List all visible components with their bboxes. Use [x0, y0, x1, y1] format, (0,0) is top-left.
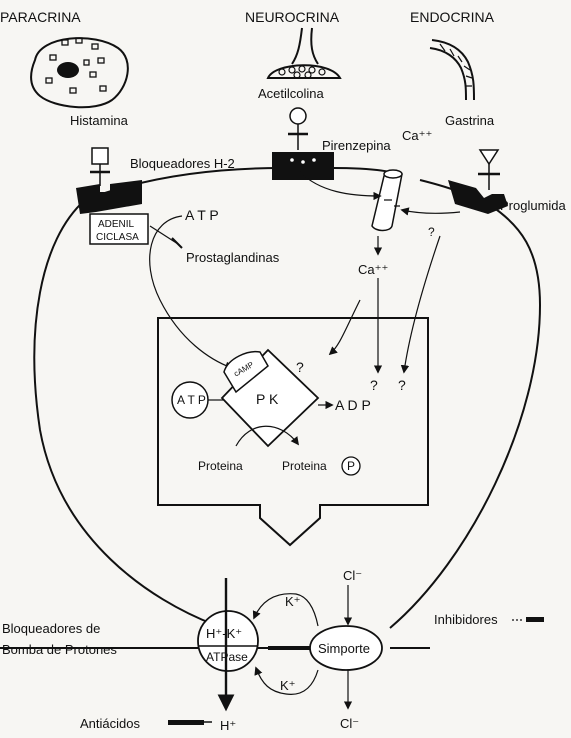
heading-paracrina: PARACRINA — [0, 9, 81, 25]
phosphate-circle: P — [342, 457, 360, 475]
agent-acetilcolina: Acetilcolina — [258, 86, 325, 101]
proton-pump-circle: H⁺-K⁺ ATPase — [198, 611, 258, 671]
inhibidores-bar-icon — [526, 617, 544, 622]
ca-to-pk-arrow — [330, 300, 360, 354]
proteina-2: Proteina — [282, 459, 327, 473]
label-antiacidos: Antiácidos — [80, 716, 140, 731]
simporte-label: Simporte — [318, 641, 370, 656]
inner-atp-label: A T P — [177, 393, 206, 407]
gastrin-to-q-arrow — [404, 236, 440, 372]
histamine-ligand-icon — [90, 148, 110, 186]
blood-vessel-icon — [430, 40, 474, 100]
agent-gastrina: Gastrina — [445, 113, 495, 128]
inner-q1: ? — [296, 359, 304, 375]
cl-bottom-label: Cl⁻ — [340, 716, 359, 731]
k-top-label: K⁺ — [285, 594, 301, 609]
atp-to-camp-arrow — [150, 216, 232, 368]
label-q-channel: ? — [428, 225, 435, 239]
atp-circle: A T P — [172, 382, 208, 418]
agent-histamina: Histamina — [70, 113, 129, 128]
ciclasa-label: CICLASA — [96, 232, 139, 243]
hk-label: H⁺-K⁺ — [206, 626, 242, 641]
label-proglumida: Proglumida — [500, 198, 567, 213]
h2-receptor-icon — [76, 180, 142, 214]
label-pirenzepina: Pirenzepina — [322, 138, 391, 153]
acetylcholine-ligand-icon — [288, 108, 308, 150]
adenil-label: ADENIL — [98, 219, 135, 230]
h-label: H⁺ — [220, 718, 236, 733]
cl-top-label: Cl⁻ — [343, 568, 362, 583]
simporte-ellipse: Simporte — [310, 626, 382, 670]
m-receptor-icon — [272, 152, 334, 180]
label-atp-upper: A T P — [185, 207, 219, 223]
label-prostaglandinas: Prostaglandinas — [186, 250, 280, 265]
heading-endocrina: ENDOCRINA — [410, 9, 495, 25]
k-bottom-label: K⁺ — [280, 678, 296, 693]
prostaglandin-inhibit-line — [150, 226, 178, 244]
gastrin-ligand-icon — [478, 150, 500, 190]
mast-cell-icon — [31, 38, 128, 107]
label-inhibidores: Inhibidores — [434, 612, 498, 627]
p-label: P — [347, 459, 355, 473]
calcium-channel-icon — [372, 170, 402, 231]
adenylate-cyclase-box: ADENIL CICLASA — [90, 214, 148, 244]
label-bomba-de-protones: Bomba de Protones — [2, 642, 117, 657]
label-bloqueadores-de: Bloqueadores de — [2, 621, 100, 636]
inner-q3: ? — [398, 377, 406, 393]
label-ca-top: Ca⁺⁺ — [402, 128, 432, 143]
signal-box — [158, 318, 428, 545]
heading-neurocrina: NEUROCRINA — [245, 9, 340, 25]
proteina-1: Proteina — [198, 459, 243, 473]
pk-label: P K — [256, 391, 279, 407]
label-bloqueadores-h2: Bloqueadores H-2 — [130, 156, 235, 171]
gastrin-receptor-icon — [448, 180, 508, 214]
nerve-terminal-icon — [268, 28, 340, 78]
inner-q2: ? — [370, 377, 378, 393]
label-ca-mid: Ca⁺⁺ — [358, 262, 388, 277]
gastrin-to-channel-arrow — [402, 210, 460, 213]
inner-adp-label: A D P — [335, 397, 371, 413]
